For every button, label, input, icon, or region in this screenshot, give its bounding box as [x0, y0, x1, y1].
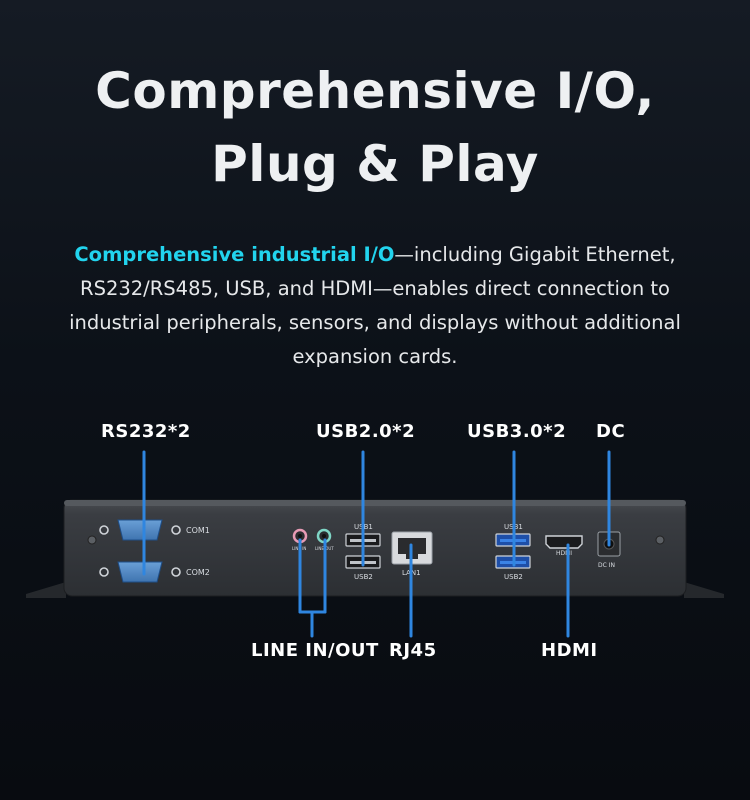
com-screw-icon	[171, 525, 181, 535]
dc-in-label: DC IN	[598, 562, 615, 569]
callout-dc: DC	[596, 421, 626, 442]
callout-hdmi: HDMI	[541, 640, 598, 661]
description-highlight: Comprehensive industrial I/O	[74, 243, 395, 266]
callout-usb3: USB3.0*2	[467, 421, 567, 442]
com-screw-icon	[171, 567, 181, 577]
usb2-bottom-label: USB2	[354, 573, 373, 581]
description: Comprehensive industrial I/O—including G…	[40, 238, 710, 374]
com-screw-icon	[99, 525, 109, 535]
com1-label: COM1	[186, 526, 210, 535]
headline-line2: Plug & Play	[211, 135, 539, 193]
screw-icon	[87, 535, 97, 545]
hdmi-port-icon	[545, 535, 583, 549]
screw-icon	[655, 535, 665, 545]
com-screw-icon	[99, 567, 109, 577]
hdmi-panel-label: HDMI	[556, 550, 572, 557]
callout-rs232: RS232*2	[101, 421, 191, 442]
right-flange	[684, 582, 724, 598]
com2-label: COM2	[186, 568, 210, 577]
usb3-bottom-label: USB2	[504, 573, 523, 581]
description-rest: —including Gigabit Ethernet, RS232/RS485…	[69, 243, 681, 368]
com2-port-icon	[117, 561, 163, 583]
com1-port-icon	[117, 519, 163, 541]
left-flange	[26, 582, 66, 598]
callout-usb2: USB2.0*2	[316, 421, 416, 442]
callout-rj45: RJ45	[389, 640, 437, 661]
callout-line-inout: LINE IN/OUT	[251, 640, 379, 661]
chassis-top-edge	[64, 500, 686, 506]
headline-line1: Comprehensive I/O,	[95, 62, 655, 120]
